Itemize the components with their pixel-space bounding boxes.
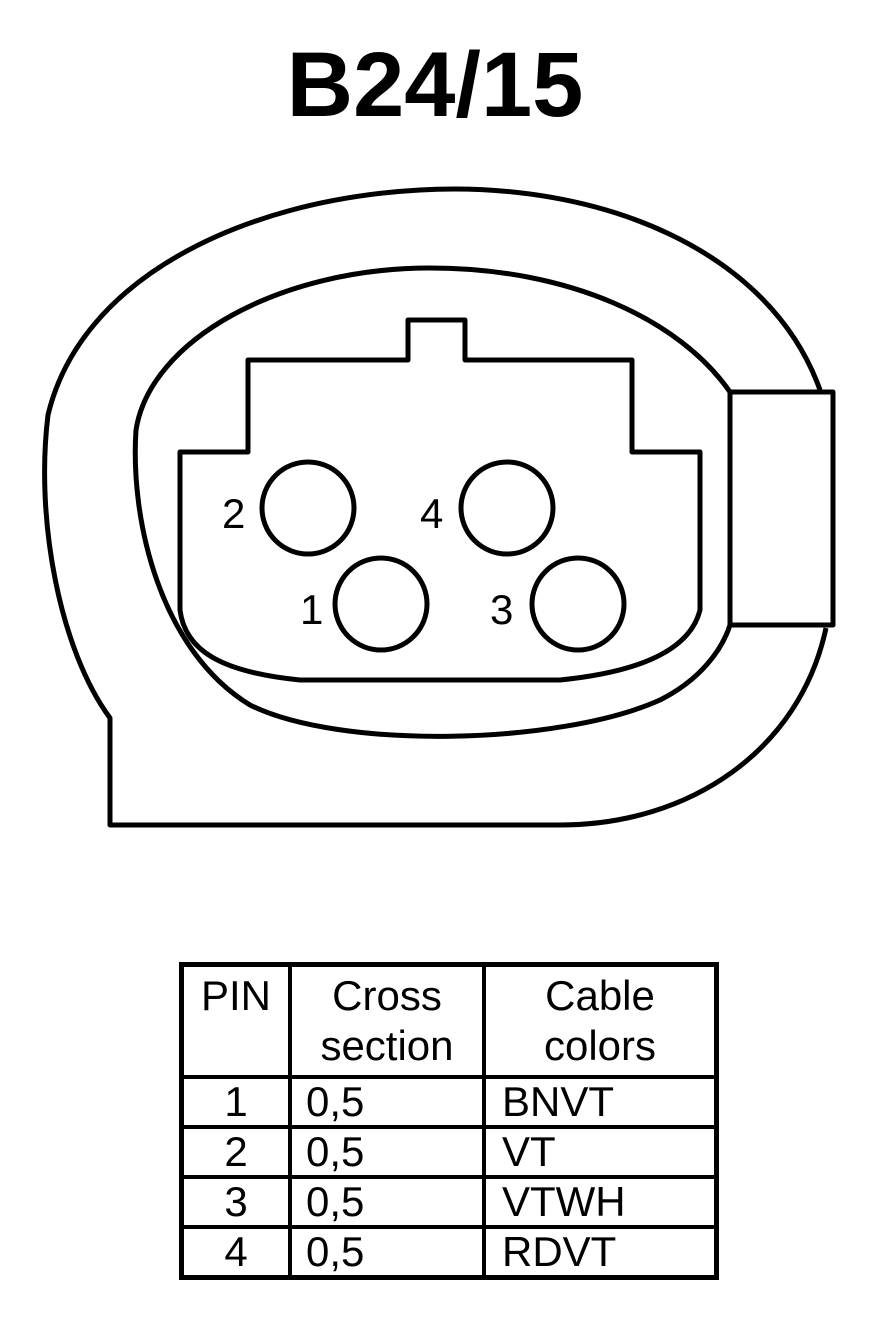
- table-row: 2 0,5 VT: [179, 1125, 719, 1179]
- header-cable-colors: Cable colors: [482, 962, 719, 1079]
- connector-drawing: 2 4 1 3: [42, 186, 836, 828]
- pin-3-contact: [529, 555, 627, 653]
- pin-assignment-table: PIN Cross section Cable colors 1 0,5 BNV…: [179, 962, 719, 1280]
- pin-1-contact: [332, 555, 430, 653]
- cell-cross-section: 0,5: [288, 1175, 486, 1229]
- pin-1-label: 1: [300, 586, 323, 633]
- pin-2-contact: [259, 459, 357, 557]
- table-row: 1 0,5 BNVT: [179, 1075, 719, 1129]
- cell-cable-color: RDVT: [482, 1225, 719, 1280]
- cell-cable-color: VTWH: [482, 1175, 719, 1229]
- header-cross-section: Cross section: [288, 962, 486, 1079]
- cell-cable-color: VT: [482, 1125, 719, 1179]
- cell-pin: 2: [179, 1125, 292, 1179]
- cell-cable-color: BNVT: [482, 1075, 719, 1129]
- table-row: 4 0,5 RDVT: [179, 1225, 719, 1280]
- pin-4-label: 4: [420, 490, 443, 537]
- cell-pin: 3: [179, 1175, 292, 1229]
- table-row: 3 0,5 VTWH: [179, 1175, 719, 1229]
- cell-pin: 1: [179, 1075, 292, 1129]
- cell-cross-section: 0,5: [288, 1075, 486, 1129]
- cell-cross-section: 0,5: [288, 1225, 486, 1280]
- cell-pin: 4: [179, 1225, 292, 1280]
- connector-inner-rim: [132, 265, 733, 739]
- pin-3-label: 3: [490, 586, 513, 633]
- pin-2-label: 2: [222, 490, 245, 537]
- connector-side-tab: [727, 389, 836, 628]
- pin-cavity-outline: [177, 317, 703, 683]
- connector-housing-outline: [42, 186, 829, 828]
- header-pin: PIN: [179, 962, 292, 1079]
- table-header-row: PIN Cross section Cable colors: [179, 962, 719, 1079]
- diagram-title: B24/15: [286, 34, 584, 136]
- cell-cross-section: 0,5: [288, 1125, 486, 1179]
- pin-4-contact: [458, 459, 556, 557]
